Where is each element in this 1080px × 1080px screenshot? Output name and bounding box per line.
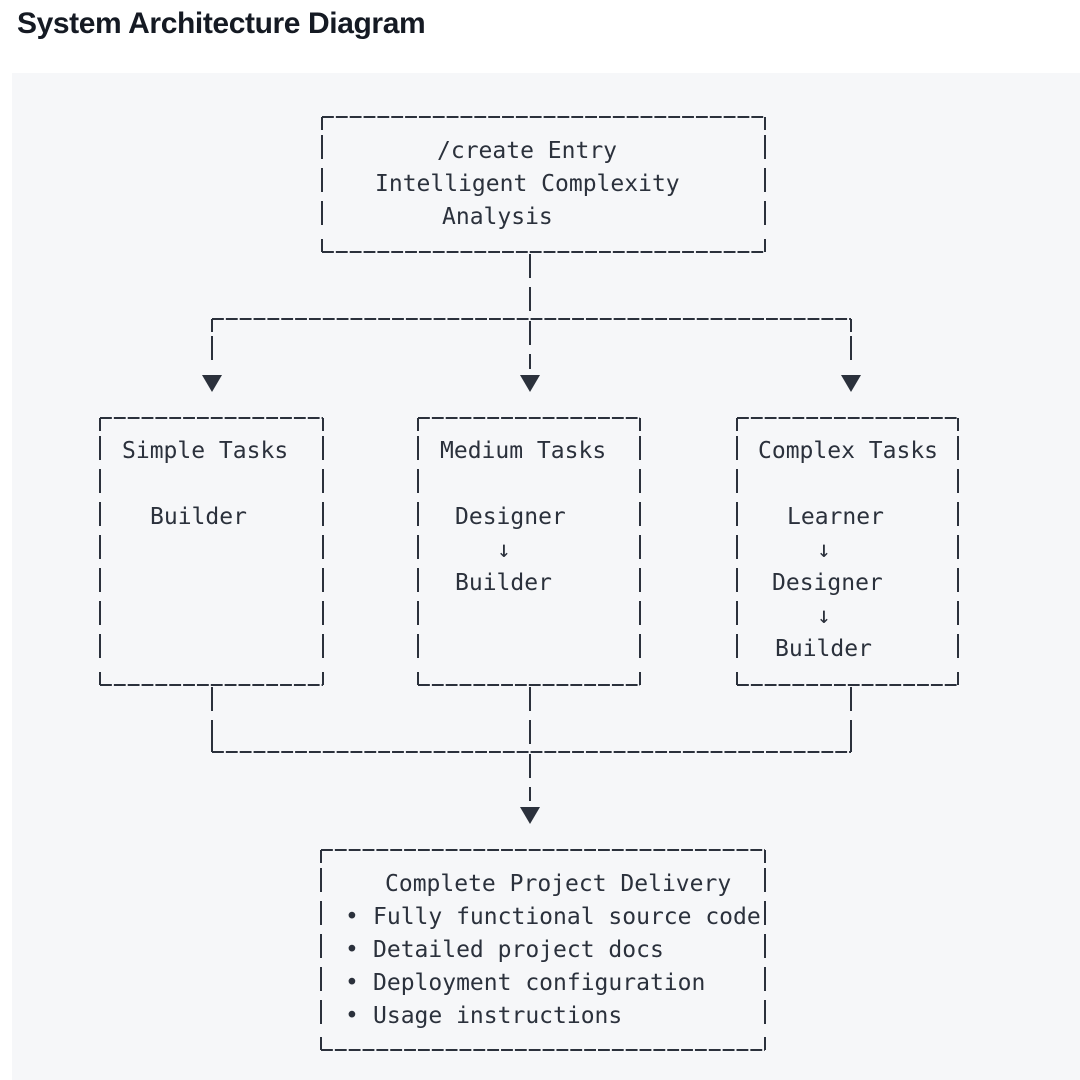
delivery-node: Complete Project Delivery • Fully functio… (329, 868, 761, 1033)
bullet-icon: • (345, 904, 359, 930)
delivery-item-text: Deployment configuration (373, 970, 706, 996)
node-title: Simple Tasks (122, 438, 289, 464)
down-arrow-icon: ↓ (817, 537, 831, 563)
delivery-item: • Detailed project docs (329, 934, 761, 967)
delivery-title: Complete Project Delivery (385, 871, 732, 897)
flow-step: Builder (775, 636, 872, 662)
down-arrow-icon: ↓ (497, 537, 511, 563)
delivery-item: • Fully functional source code (329, 901, 761, 934)
delivery-item-text: Fully functional source code (373, 904, 761, 930)
bullet-icon: • (345, 970, 359, 996)
delivery-item: • Deployment configuration (329, 967, 761, 1000)
task-node-complex: Complex Tasks Learner ↓ Designer ↓ Build… (745, 435, 938, 666)
delivery-item-text: Usage instructions (373, 1003, 623, 1029)
flow-step: Builder (455, 570, 552, 596)
spacer-line (426, 468, 606, 501)
flow-step: Designer (455, 504, 566, 530)
delivery-item-text: Detailed project docs (373, 937, 664, 963)
entry-line: /create Entry (437, 138, 618, 164)
task-node-simple: Simple Tasks Builder (108, 435, 288, 534)
delivery-item: • Usage instructions (329, 1000, 761, 1033)
entry-line: Intelligent Complexity (375, 171, 680, 197)
node-title: Medium Tasks (440, 438, 607, 464)
entry-node: /create Entry Intelligent Complexity Ana… (330, 135, 680, 234)
page-title: System Architecture Diagram (17, 7, 426, 40)
bullet-icon: • (345, 1003, 359, 1029)
flow-step: Builder (150, 504, 247, 530)
node-title: Complex Tasks (758, 438, 939, 464)
spacer-line (108, 468, 288, 501)
bullet-icon: • (345, 937, 359, 963)
flow-step: Designer (772, 570, 883, 596)
entry-line: Analysis (442, 204, 553, 230)
task-node-medium: Medium Tasks Designer ↓ Builder (426, 435, 606, 600)
down-arrow-icon: ↓ (817, 603, 831, 629)
spacer-line (745, 468, 938, 501)
flow-step: Learner (787, 504, 884, 530)
